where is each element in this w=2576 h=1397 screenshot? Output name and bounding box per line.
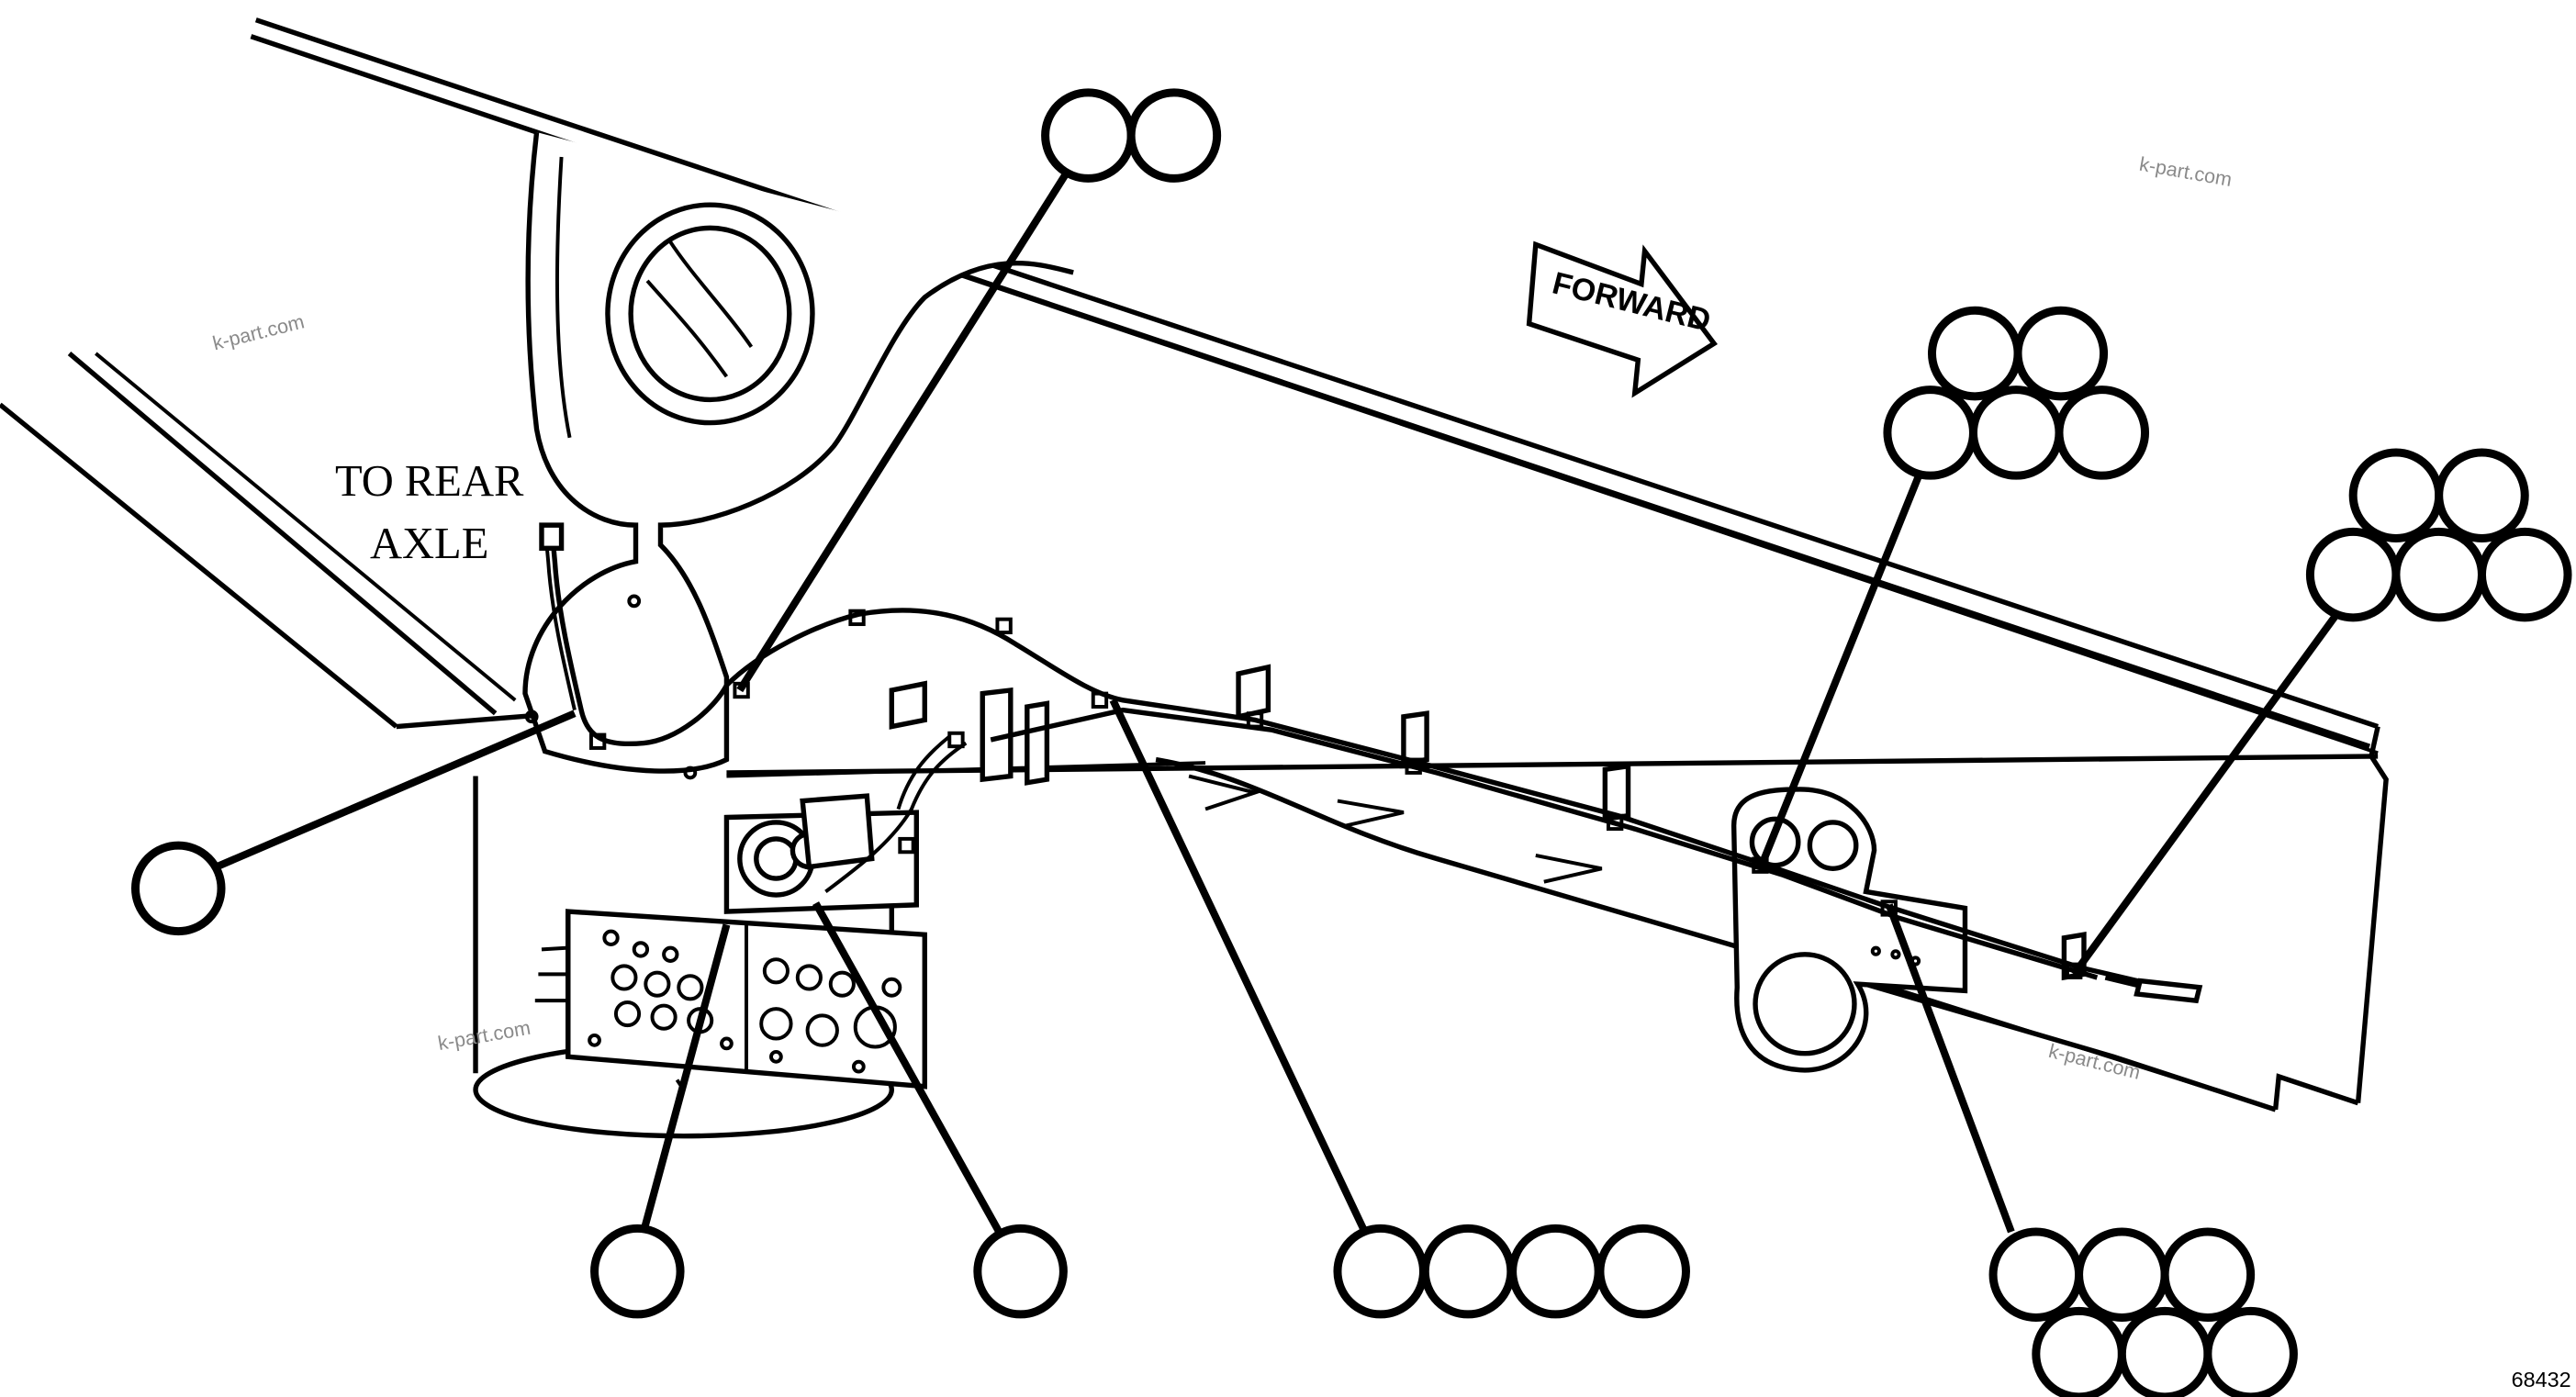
callout-bubble[interactable] (2348, 448, 2444, 543)
forward-arrow: FORWARD (1526, 240, 1718, 398)
callout-group-top-pair (1041, 88, 1222, 183)
callout-bubble[interactable] (1883, 386, 1977, 480)
callout-bubble[interactable] (1420, 1224, 1516, 1319)
callout-bubble[interactable] (1968, 386, 2064, 480)
watermark: k-part.com (2137, 152, 2234, 191)
callout-group-bottom-right-cluster (1988, 1227, 2298, 1397)
callout-group-upper-right-cluster (1883, 306, 2150, 480)
callout-bubble[interactable] (2435, 448, 2529, 543)
to-rear-axle-label-line1: TO REAR (335, 456, 524, 506)
callout-group-far-right-cluster (2305, 448, 2572, 622)
callout-bubble[interactable] (2391, 527, 2486, 622)
watermark: k-part.com (436, 1016, 532, 1055)
callout-bubble[interactable] (1596, 1224, 1690, 1319)
callout-bubble[interactable] (590, 1224, 685, 1319)
callout-bubble[interactable] (2075, 1227, 2169, 1323)
callout-group-left-single (130, 841, 226, 936)
callout-bubble[interactable] (2055, 386, 2150, 480)
callout-bubble[interactable] (1333, 1224, 1428, 1319)
callout-bubble[interactable] (2305, 527, 2401, 622)
callout-bubble[interactable] (2032, 1306, 2126, 1397)
callout-bubble[interactable] (1988, 1227, 2084, 1323)
figure-number: 68432 (2512, 1368, 2571, 1391)
callout-bubble[interactable] (2203, 1306, 2298, 1397)
callout-group-bottom-left-single (590, 1224, 685, 1319)
to-rear-axle-label-line2: AXLE (370, 519, 488, 568)
leader-lines (215, 173, 2340, 1234)
watermark: k-part.com (210, 309, 307, 354)
callout-bubble[interactable] (130, 841, 226, 936)
hose-routing (539, 522, 2203, 1004)
watermark: k-part.com (2046, 1039, 2143, 1084)
callout-bubble[interactable] (2117, 1306, 2212, 1397)
callout-bubble[interactable] (2477, 527, 2572, 622)
callout-bubble[interactable] (973, 1224, 1068, 1319)
callout-bubble[interactable] (1928, 306, 2022, 401)
callout-bubble[interactable] (2013, 306, 2109, 401)
callout-bubble[interactable] (1508, 1224, 1603, 1319)
callout-group-bottom-mid-single (973, 1224, 1068, 1319)
callout-group-bottom-row-four (1333, 1224, 1690, 1319)
frame-structure (0, 17, 2389, 1139)
callout-bubble[interactable] (1041, 88, 1136, 183)
callout-bubble[interactable] (2160, 1227, 2256, 1323)
callout-bubble[interactable] (1126, 88, 1222, 183)
